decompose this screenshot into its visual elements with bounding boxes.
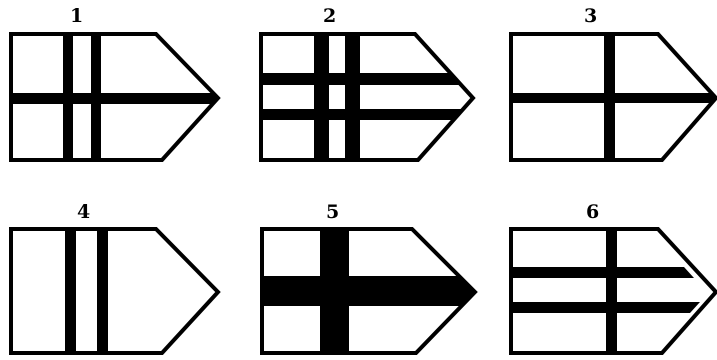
figure-6: 6 bbox=[511, 201, 716, 353]
stripe-3-horizontal bbox=[511, 93, 716, 103]
figure-number-6: 6 bbox=[586, 201, 599, 223]
stripe-2-horizontal-top bbox=[261, 73, 461, 85]
figure-3: 3 bbox=[511, 5, 716, 160]
stripe-2-vertical-left bbox=[314, 34, 329, 160]
figure-5: 5 bbox=[262, 201, 475, 353]
stripe-6-vertical bbox=[606, 229, 617, 353]
shield-outline-2 bbox=[261, 34, 473, 160]
figure-number-1: 1 bbox=[70, 5, 83, 27]
shield-outline-4 bbox=[11, 229, 218, 353]
figure-1: 1 bbox=[11, 5, 218, 160]
figure-2: 2 bbox=[261, 5, 473, 160]
stripe-2-vertical-right bbox=[345, 34, 360, 160]
stripe-6-horizontal-top bbox=[511, 267, 694, 278]
stripe-4-vertical-right bbox=[97, 229, 108, 353]
stripe-4-vertical-left bbox=[65, 229, 76, 353]
stripe-2-horizontal-bottom bbox=[261, 109, 464, 120]
figure-number-4: 4 bbox=[77, 201, 90, 223]
figure-number-2: 2 bbox=[323, 5, 336, 27]
stripe-1-horizontal bbox=[11, 93, 218, 104]
stripe-6-horizontal-bottom bbox=[511, 302, 700, 313]
stripe-5-horizontal bbox=[262, 276, 475, 306]
figure-number-3: 3 bbox=[584, 5, 597, 27]
figure-number-5: 5 bbox=[326, 201, 339, 223]
figure-4: 4 bbox=[11, 201, 218, 353]
